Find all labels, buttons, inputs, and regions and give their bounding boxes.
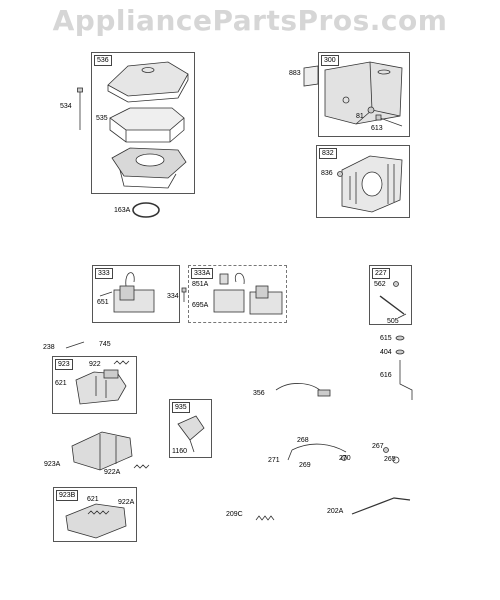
part-label-1160: 1160 xyxy=(172,448,188,455)
part-label-922a-middle: 922A xyxy=(104,469,121,476)
part-label-562: 562 xyxy=(374,281,386,288)
spring-922-drawing xyxy=(113,360,130,365)
washer-265-drawing xyxy=(392,456,400,464)
part-label-534: 534 xyxy=(60,103,72,110)
air-cleaner-cover-drawing xyxy=(107,61,189,103)
part-label-81: 81 xyxy=(356,113,364,120)
group-333-tag: 333 xyxy=(95,268,113,279)
screw-81-drawing xyxy=(367,106,375,114)
group-935-tag: 935 xyxy=(172,402,190,413)
part-label-163a: 163A xyxy=(114,207,131,214)
part-label-851a: 851A xyxy=(192,281,209,288)
cable-356-drawing xyxy=(275,383,331,397)
part-label-923a: 923A xyxy=(44,461,61,468)
part-label-404: 404 xyxy=(380,349,392,356)
spring-209c-drawing xyxy=(255,515,275,521)
air-cleaner-base-drawing xyxy=(111,147,187,189)
part-label-505: 505 xyxy=(387,318,399,325)
group-536-tag: 536 xyxy=(94,55,112,66)
washer-615-drawing xyxy=(395,335,405,341)
part-label-334: 334 xyxy=(167,293,179,300)
part-label-270: 270 xyxy=(339,455,351,462)
bolt-613-drawing xyxy=(375,114,403,127)
group-300-frame: 300 xyxy=(318,52,410,137)
part-label-695a: 695A xyxy=(192,302,209,309)
control-923b-drawing xyxy=(65,503,127,539)
group-923-tag: 923 xyxy=(55,359,73,370)
group-333a-tag: 333A xyxy=(191,268,214,279)
cable-268-drawing xyxy=(287,443,347,461)
part-label-922a-lower: 922A xyxy=(118,499,135,506)
bolt-534-drawing xyxy=(77,87,83,130)
part-label-745: 745 xyxy=(99,341,111,348)
group-923-frame: 923 xyxy=(52,356,137,414)
control-923a-drawing xyxy=(71,431,133,471)
link-202a-drawing xyxy=(351,497,411,515)
governor-935-drawing xyxy=(177,415,205,453)
group-832-tag: 832 xyxy=(319,148,337,159)
part-label-271: 271 xyxy=(268,457,280,464)
group-923b-frame: 923B xyxy=(53,487,137,542)
group-333a-frame: 333A xyxy=(188,265,287,323)
part-label-883: 883 xyxy=(289,70,301,77)
muffler-guard-832-drawing xyxy=(341,155,403,213)
part-label-535: 535 xyxy=(96,115,108,122)
washer-404-drawing xyxy=(395,349,405,355)
armature-333a-drawing xyxy=(213,272,283,315)
filter-element-drawing xyxy=(109,107,185,143)
wire-238-drawing xyxy=(65,341,85,349)
part-label-267: 267 xyxy=(372,443,384,450)
muffler-300-drawing xyxy=(324,61,403,125)
part-label-616: 616 xyxy=(380,372,392,379)
rod-616-drawing xyxy=(399,360,413,400)
part-label-265: 265 xyxy=(384,456,396,463)
part-label-651: 651 xyxy=(97,299,109,306)
group-227-tag: 227 xyxy=(372,268,390,279)
group-923b-tag: 923B xyxy=(56,490,79,501)
part-label-268: 268 xyxy=(297,437,309,444)
gasket-883-drawing xyxy=(303,65,319,87)
control-923-drawing xyxy=(75,369,127,405)
part-label-615: 615 xyxy=(380,335,392,342)
part-label-613: 613 xyxy=(371,125,383,132)
part-label-269: 269 xyxy=(299,462,311,469)
part-label-621-upper: 621 xyxy=(55,380,67,387)
part-label-922: 922 xyxy=(89,361,101,368)
group-300-tag: 300 xyxy=(321,55,339,66)
part-label-356: 356 xyxy=(253,390,265,397)
group-832-frame: 832 xyxy=(316,145,410,218)
group-333-frame: 333 xyxy=(92,265,180,323)
part-label-202a: 202A xyxy=(327,508,344,515)
group-227-frame: 227 xyxy=(369,265,412,325)
armature-333-drawing xyxy=(99,272,155,313)
group-935-frame: 935 xyxy=(169,399,212,458)
spring-922a-drawing xyxy=(133,464,150,469)
gasket-163a-drawing xyxy=(132,202,160,218)
site-watermark: AppliancePartsPros.com xyxy=(52,4,448,37)
nut-267-drawing xyxy=(383,447,389,453)
screw-836-drawing xyxy=(337,171,343,177)
part-label-836: 836 xyxy=(321,170,333,177)
group-536-frame: 536 xyxy=(91,52,195,194)
part-label-621-lower: 621 xyxy=(87,496,99,503)
link-227-drawing xyxy=(379,281,407,319)
screw-334-drawing xyxy=(181,287,187,302)
part-label-209c: 209C xyxy=(226,511,243,518)
part-label-238: 238 xyxy=(43,344,55,351)
